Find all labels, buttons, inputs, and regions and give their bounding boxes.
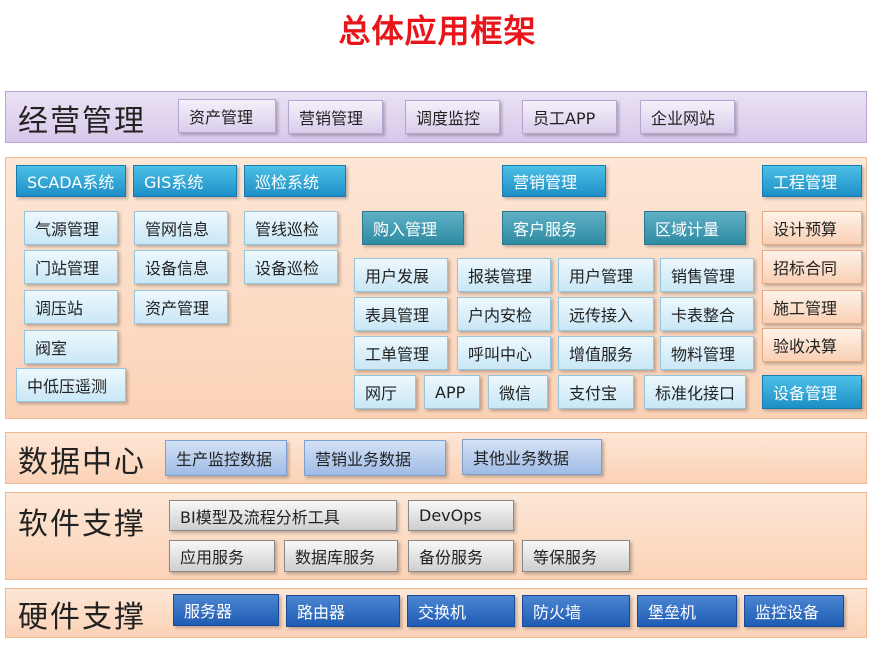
mgmt-dispatch-box: 调度监控 [405,100,500,134]
mkt-installation: 报装管理 [457,258,551,292]
sw-security-service: 等保服务 [522,540,630,572]
hw-monitoring: 监控设备 [744,595,844,627]
mkt-material-mgmt: 物料管理 [660,336,754,370]
dc-marketing-data: 营销业务数据 [304,440,446,476]
mkt-sales-mgmt: 销售管理 [660,258,754,292]
sw-backup-service: 备份服务 [408,540,514,572]
mkt-work-order: 工单管理 [354,336,448,370]
patrol-item-pipeline: 管线巡检 [244,211,338,245]
eng-bid-contract: 招标合同 [762,250,862,284]
mkt-wechat: 微信 [488,375,548,409]
device-mgmt-box: 设备管理 [762,375,862,409]
marketing-sub-purchase: 购入管理 [362,211,464,245]
sw-app-service: 应用服务 [169,540,275,572]
mkt-call-center: 呼叫中心 [457,336,551,370]
hw-router: 路由器 [286,595,400,627]
engineering-header: 工程管理 [762,165,862,197]
mkt-indoor-safety: 户内安检 [457,297,551,331]
management-label: 经营管理 [18,104,146,139]
mkt-user-mgmt: 用户管理 [558,258,654,292]
dc-production-data: 生产监控数据 [165,440,287,476]
gis-system-header: GIS系统 [133,165,237,197]
mgmt-staff-app-box: 员工APP [522,100,617,134]
sw-bi-tools: BI模型及流程分析工具 [169,500,397,531]
patrol-system-header: 巡检系统 [244,165,346,197]
mkt-web-hall: 网厅 [354,375,416,409]
eng-acceptance: 验收决算 [762,328,862,362]
mgmt-asset-box: 资产管理 [178,99,276,133]
eng-design-budget: 设计预算 [762,211,862,245]
mkt-standard-interface: 标准化接口 [644,375,746,409]
hw-firewall: 防火墙 [522,595,630,627]
mkt-alipay: 支付宝 [558,375,634,409]
mkt-value-added: 增值服务 [558,336,654,370]
marketing-sub-area-metering: 区域计量 [644,211,746,245]
scada-item-gate-station: 门站管理 [24,250,118,284]
gis-item-asset-mgmt: 资产管理 [134,290,228,324]
mgmt-website-box: 企业网站 [640,100,735,134]
mkt-app: APP [424,375,480,409]
scada-item-valve-room: 阀室 [24,330,118,364]
hw-bastion: 堡垒机 [637,595,737,627]
dc-other-data: 其他业务数据 [462,439,602,475]
hardware-label: 硬件支撑 [18,600,146,635]
gis-item-device-info: 设备信息 [134,250,228,284]
data-center-label: 数据中心 [18,445,146,480]
gis-item-network-info: 管网信息 [134,211,228,245]
scada-item-regulator: 调压站 [24,290,118,324]
software-label: 软件支撑 [18,507,146,542]
hw-server: 服务器 [173,594,279,626]
scada-system-header: SCADA系统 [16,165,126,197]
patrol-item-device: 设备巡检 [244,250,338,284]
eng-construction: 施工管理 [762,290,862,324]
mkt-meter-mgmt: 表具管理 [354,297,448,331]
mgmt-marketing-box: 营销管理 [288,100,383,134]
scada-item-gas-source: 气源管理 [24,211,118,245]
mkt-remote-access: 远传接入 [558,297,654,331]
page-title: 总体应用框架 [338,12,537,50]
marketing-header: 营销管理 [502,165,606,197]
hw-switch: 交换机 [407,595,515,627]
sw-db-service: 数据库服务 [284,540,398,572]
sw-devops: DevOps [408,500,514,531]
marketing-sub-customer-service: 客户服务 [502,211,606,245]
mkt-card-meter: 卡表整合 [660,297,754,331]
scada-item-telemetry: 中低压遥测 [16,368,126,402]
mkt-user-development: 用户发展 [354,258,448,292]
